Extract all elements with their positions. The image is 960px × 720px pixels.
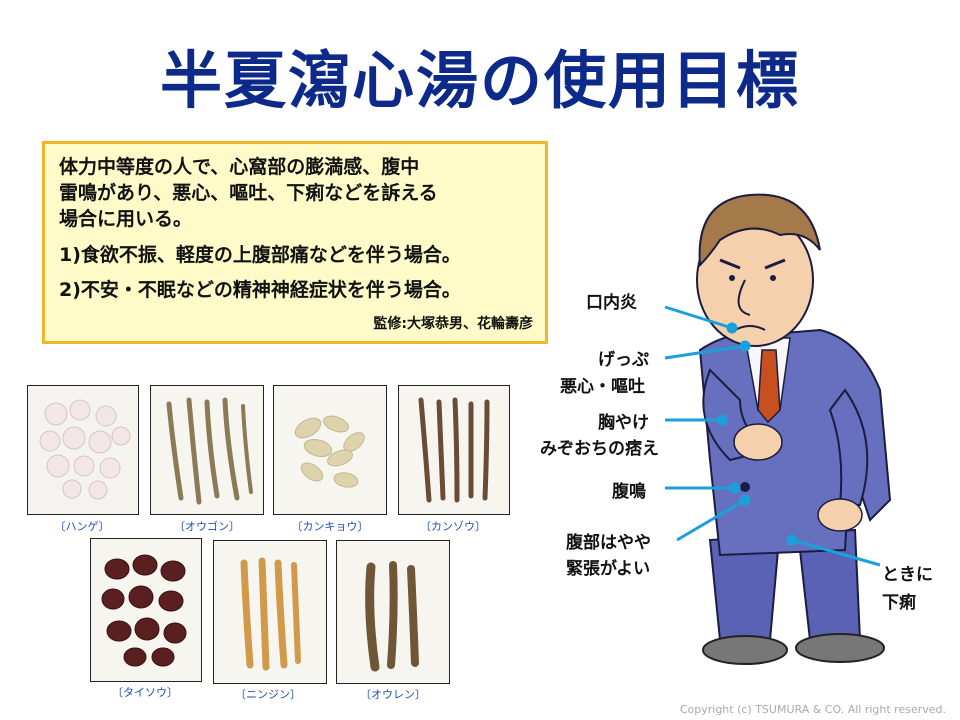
herb-caption-kanzou: 〔カンゾウ〕 bbox=[420, 520, 486, 533]
ninjin-roots-illustration bbox=[240, 557, 301, 671]
label-nausea: 悪心・嘔吐 bbox=[560, 377, 645, 397]
herb-caption-ninjin: 〔ニンジン〕 bbox=[235, 688, 301, 701]
taisou-dates-illustration bbox=[101, 554, 187, 667]
herb-photo-hange bbox=[27, 385, 139, 515]
herb-photo-kanzou bbox=[398, 385, 510, 515]
kankyou-ginger-illustration bbox=[294, 415, 365, 488]
label-abdominal-tension-1: 腹部はやや bbox=[566, 533, 651, 553]
label-burp: げっぷ bbox=[598, 350, 649, 370]
herb-caption-kankyou: 〔カンキョウ〕 bbox=[291, 520, 369, 533]
kanzou-roots-illustration bbox=[418, 397, 490, 503]
herb-caption-ouren: 〔オウレン〕 bbox=[360, 688, 426, 701]
copyright-notice: Copyright (c) TSUMURA & CO. All right re… bbox=[679, 703, 946, 716]
herb-caption-hange: 〔ハンゲ〕 bbox=[54, 520, 110, 533]
label-diarrhea-1: ときに bbox=[882, 565, 933, 585]
label-abdominal-rumble: 腹鳴 bbox=[612, 482, 646, 502]
herb-photo-ougon bbox=[150, 385, 264, 515]
herb-photo-ouren bbox=[336, 540, 450, 684]
label-diarrhea-2: 下痢 bbox=[882, 593, 916, 613]
ougon-roots-illustration bbox=[166, 397, 253, 505]
info-item-1: 1)食欲不振、軽度の上腹部痛などを伴う場合。 bbox=[59, 244, 461, 266]
supervisor-credit: 監修:大塚恭男、花輪壽彦 bbox=[373, 316, 533, 332]
info-line-2: 雷鳴があり、悪心、嘔吐、下痢などを訴える bbox=[59, 182, 438, 204]
herb-photo-ninjin bbox=[213, 540, 327, 684]
label-heartburn: 胸やけ bbox=[598, 413, 649, 433]
label-mouth-ulcer: 口内炎 bbox=[586, 293, 637, 313]
man-illustration bbox=[696, 193, 892, 665]
info-line-3: 場合に用いる。 bbox=[59, 208, 193, 230]
page-title: 半夏瀉心湯の使用目標 bbox=[159, 44, 800, 117]
info-line-1: 体力中等度の人で、心窩部の膨満感、腹中 bbox=[59, 156, 420, 178]
hange-tubers-illustration bbox=[39, 399, 131, 500]
ouren-rhizomes-illustration bbox=[365, 561, 419, 672]
label-epigastric-discomfort: みぞおちの痞え bbox=[540, 439, 659, 459]
herb-photo-taisou bbox=[90, 538, 202, 682]
usage-info-box: 体力中等度の人で、心窩部の膨満感、腹中 雷鳴があり、悪心、嘔吐、下痢などを訴える… bbox=[42, 141, 548, 344]
herb-photo-kankyou bbox=[273, 385, 387, 515]
herb-caption-ougon: 〔オウゴン〕 bbox=[174, 520, 240, 533]
info-item-2: 2)不安・不眠などの精神神経症状を伴う場合。 bbox=[59, 279, 461, 301]
herb-caption-taisou: 〔タイソウ〕 bbox=[112, 686, 178, 699]
label-abdominal-tension-2: 緊張がよい bbox=[566, 559, 651, 579]
